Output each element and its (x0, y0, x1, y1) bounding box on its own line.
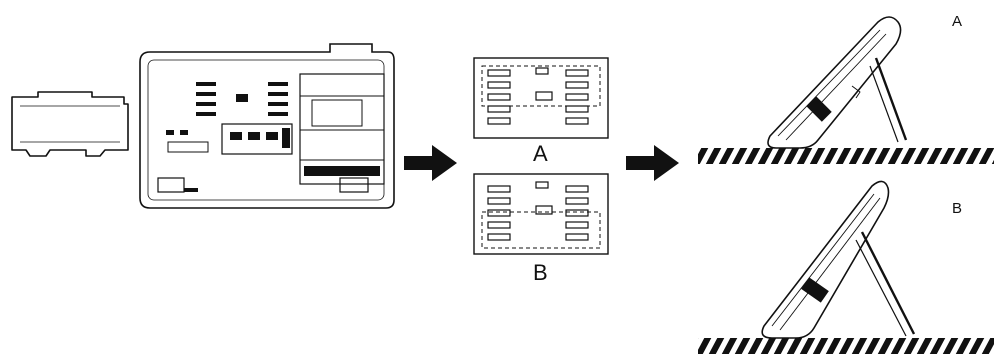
phone-underside-icon (139, 43, 395, 209)
desk-surface-b-icon (698, 338, 994, 354)
slot-option-a-icon (473, 57, 609, 139)
phone-side-b-icon (761, 180, 916, 339)
result-a-label: A (952, 13, 963, 30)
option-a-label: A (533, 141, 548, 166)
arrow-right-icon (626, 145, 679, 181)
phone-side-a-icon (767, 16, 908, 149)
arrow-right-icon (404, 145, 457, 181)
desk-surface-a-icon (698, 148, 994, 164)
slot-option-b-icon (473, 173, 609, 255)
option-b-label: B (533, 260, 548, 285)
stand-bracket-icon (11, 91, 129, 157)
result-b-label: B (952, 200, 963, 217)
